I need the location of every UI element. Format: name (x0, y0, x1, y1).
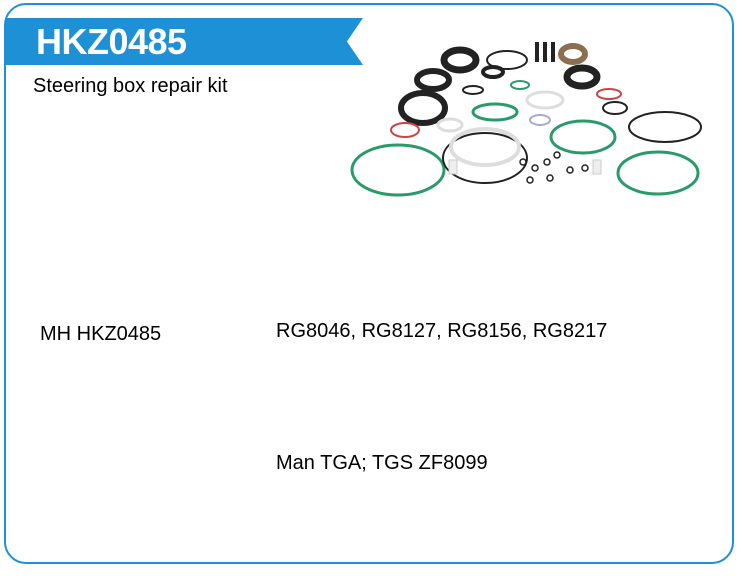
product-description: Steering box repair kit (33, 75, 228, 97)
manufacturer-reference: MH HKZ0485 (40, 323, 162, 345)
product-code: HKZ0485 (36, 21, 187, 62)
vehicle-application: Man TGA; TGS ZF8099 (276, 452, 488, 474)
seal-kit-photo-icon (350, 42, 702, 197)
title-banner (5, 18, 363, 65)
oe-numbers: RG8046, RG8127, RG8156, RG8217 (276, 320, 608, 342)
product-card (4, 3, 734, 564)
